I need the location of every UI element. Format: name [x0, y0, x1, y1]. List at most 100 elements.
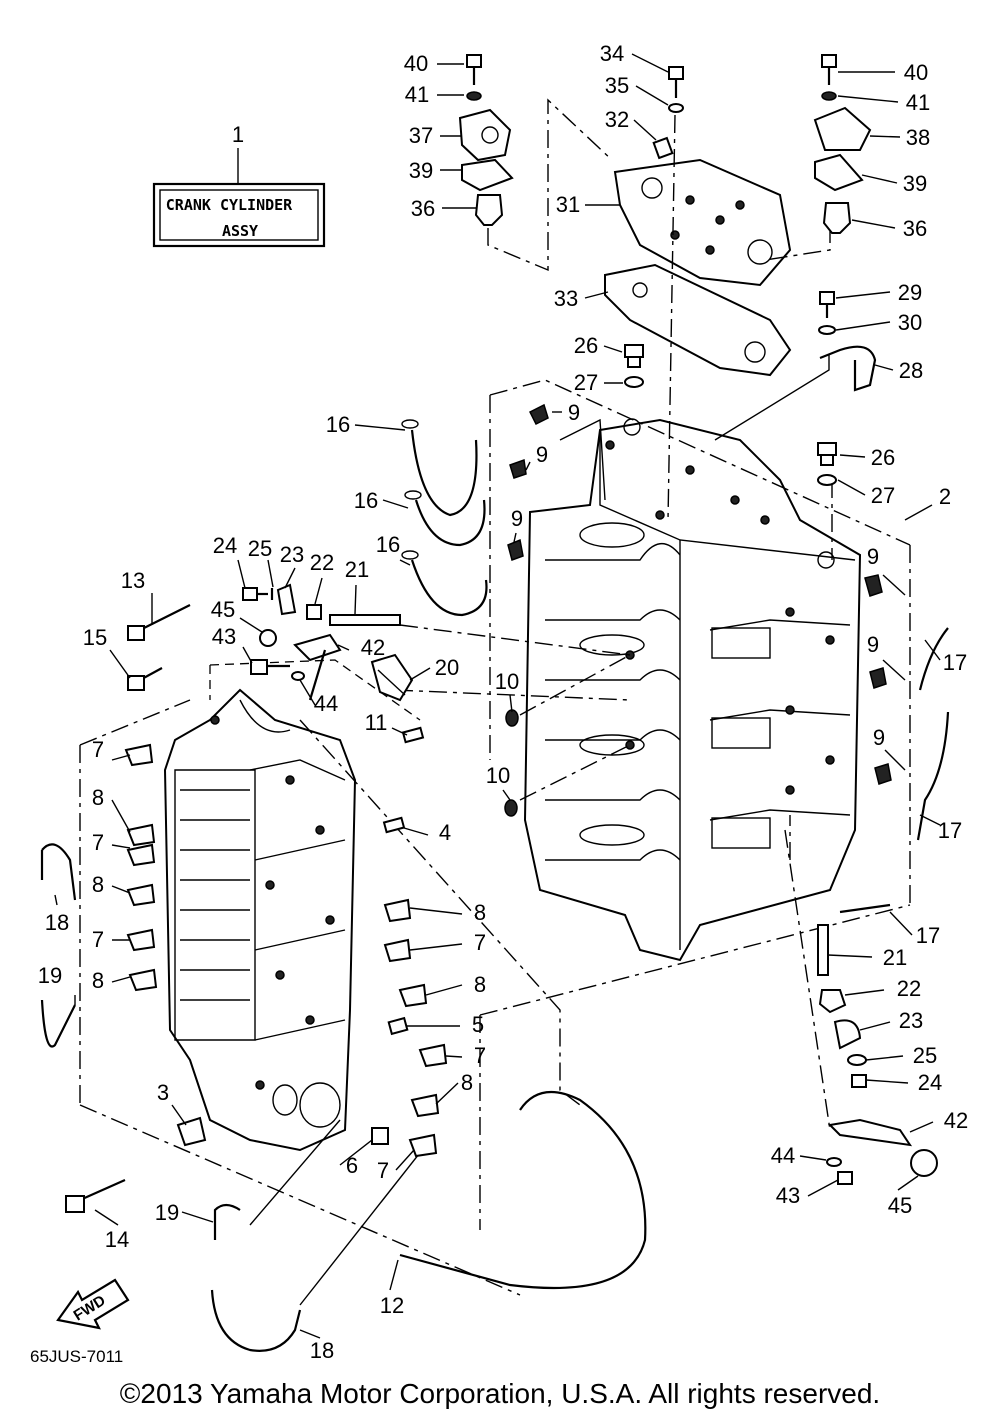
callout-30: 30 [898, 310, 922, 335]
callout-31: 31 [556, 192, 580, 217]
callout-43a: 43 [212, 624, 236, 649]
callout-41a: 41 [405, 82, 429, 107]
callout-8f: 8 [461, 1070, 473, 1095]
callout-2: 2 [939, 484, 951, 509]
callout-26b: 26 [871, 445, 895, 470]
callout-36b: 36 [903, 216, 927, 241]
callout-33: 33 [554, 286, 578, 311]
callout-45a: 45 [211, 597, 235, 622]
callout-8c: 8 [92, 968, 104, 993]
assy-label-line1: CRANK CYLINDER [166, 196, 293, 214]
copyright-notice: ©2013 Yamaha Motor Corporation, U.S.A. A… [119, 1378, 881, 1409]
callout-16c: 16 [376, 532, 400, 557]
forward-direction-arrow: FWD [56, 1278, 130, 1330]
callout-15: 15 [83, 625, 107, 650]
callout-16a: 16 [326, 412, 350, 437]
callout-7d: 7 [474, 930, 486, 955]
callout-26a: 26 [574, 333, 598, 358]
callout-44b: 44 [771, 1143, 795, 1168]
callout-20: 20 [435, 655, 459, 680]
assembly-label-box: CRANK CYLINDER ASSY [152, 148, 326, 248]
hose-16 [401, 419, 488, 617]
callout-27a: 27 [574, 370, 598, 395]
callout-18b: 18 [310, 1338, 334, 1363]
callout-43b: 43 [776, 1183, 800, 1208]
callout-9e: 9 [867, 632, 879, 657]
callout-35: 35 [605, 73, 629, 98]
callout-24a: 24 [213, 533, 237, 558]
hose-12 [249, 1090, 647, 1306]
callout-11: 11 [365, 710, 388, 735]
callout-22a: 22 [310, 550, 334, 575]
callout-40b: 40 [904, 60, 928, 85]
callout-17c: 17 [916, 923, 940, 948]
callout-8b: 8 [92, 872, 104, 897]
callout-42b: 42 [944, 1108, 968, 1133]
callout-32: 32 [605, 107, 629, 132]
callout-1: 1 [232, 122, 244, 147]
callout-24b: 24 [918, 1070, 942, 1095]
hose-17 [839, 627, 950, 914]
callout-17a: 17 [943, 650, 967, 675]
small-fittings [65, 54, 938, 1213]
diagram-code: 65JUS-7011 [30, 1347, 123, 1366]
callout-22b: 22 [897, 976, 921, 1001]
callout-8a: 8 [92, 785, 104, 810]
cover-gasket [604, 263, 792, 377]
callout-25b: 25 [913, 1043, 937, 1068]
callout-27b: 27 [871, 483, 895, 508]
callout-9c: 9 [511, 506, 523, 531]
callout-25a: 25 [248, 536, 272, 561]
callout-9a: 9 [568, 400, 580, 425]
cylinder-head-cover [613, 158, 792, 287]
callout-leaders [54, 53, 941, 1339]
callout-21b: 21 [883, 945, 907, 970]
callout-7f: 7 [377, 1158, 389, 1183]
callout-44a: 44 [314, 691, 338, 716]
callout-8d: 8 [474, 900, 486, 925]
callout-19a: 19 [38, 963, 62, 988]
callout-42a: 42 [361, 635, 385, 660]
callout-41b: 41 [906, 90, 930, 115]
callout-7e: 7 [474, 1043, 486, 1068]
callout-21a: 21 [345, 557, 369, 582]
callout-40a: 40 [404, 51, 428, 76]
callout-7a: 7 [92, 737, 104, 762]
callout-9d: 9 [867, 544, 879, 569]
callout-5: 5 [472, 1012, 484, 1037]
callout-7c: 7 [92, 927, 104, 952]
callout-10b: 10 [486, 763, 510, 788]
crankcase-cover-half [163, 688, 357, 1152]
callout-7b: 7 [92, 830, 104, 855]
callout-39a: 39 [409, 158, 433, 183]
callout-12: 12 [380, 1293, 404, 1318]
alignment-lines [299, 98, 833, 1131]
callout-18a: 18 [45, 910, 69, 935]
hose-19 [40, 999, 241, 1240]
callout-14: 14 [105, 1227, 129, 1252]
callout-10a: 10 [495, 669, 519, 694]
callout-19b: 19 [155, 1200, 179, 1225]
callout-36a: 36 [411, 196, 435, 221]
callout-3: 3 [157, 1080, 169, 1105]
callout-37: 37 [409, 123, 433, 148]
callout-39b: 39 [903, 171, 927, 196]
callout-38: 38 [906, 125, 930, 150]
callout-23a: 23 [280, 542, 304, 567]
assembly-boundaries [79, 379, 911, 1296]
callout-17b: 17 [938, 818, 962, 843]
callout-45b: 45 [888, 1193, 912, 1218]
callout-9b: 9 [536, 442, 548, 467]
callout-34: 34 [600, 41, 624, 66]
hose-18 [40, 843, 302, 1352]
callout-16b: 16 [354, 488, 378, 513]
callout-labels: 1 2 3 4 5 6 7 7 7 7 7 7 8 8 8 8 8 8 9 9 … [38, 41, 968, 1363]
callout-8e: 8 [474, 972, 486, 997]
callout-6: 6 [346, 1153, 358, 1178]
callout-23b: 23 [899, 1008, 923, 1033]
callout-9f: 9 [873, 725, 885, 750]
assy-label-line2: ASSY [222, 222, 258, 240]
callout-13: 13 [121, 568, 145, 593]
callout-4: 4 [439, 820, 451, 845]
